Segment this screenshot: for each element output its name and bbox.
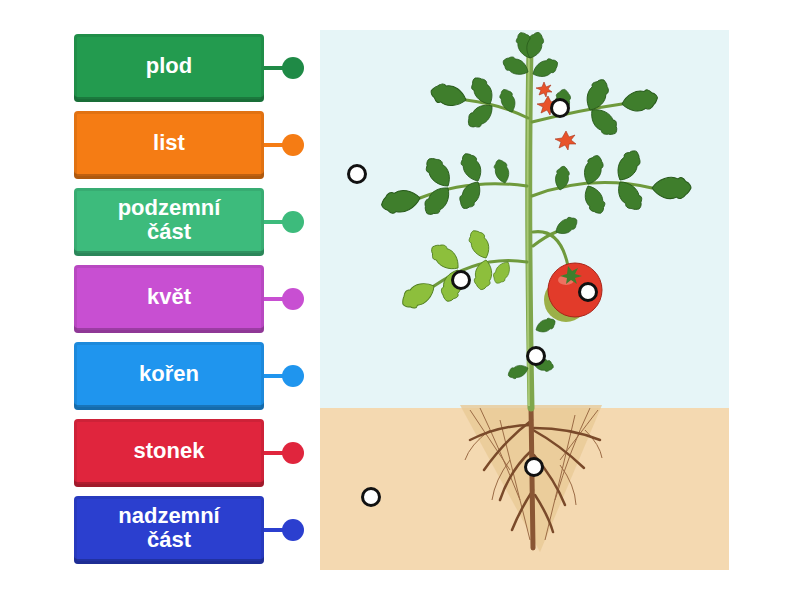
leaves-part [620,88,659,114]
root-system-part-part [465,430,490,460]
answer-hotspots-part [552,100,569,117]
root-system-part-part [535,495,553,532]
tomato-fruit-part [560,266,582,284]
leaves-part [468,74,497,108]
root-system-part [460,405,602,552]
leaves-part [553,214,580,237]
label-button: list [74,111,264,179]
leaves-part [498,87,518,114]
leaves-part [492,158,511,185]
label-stubs-part [282,211,304,233]
leaves-part [420,182,455,219]
label-text: podzemní část [104,196,234,244]
flowers-part [555,131,576,150]
label-button: nadzemní část [74,496,264,564]
picture-ground [320,30,729,570]
label-button: kořen [74,342,264,410]
answer-hotspots-part [528,348,545,365]
label-stubs-part [282,57,304,79]
leaves-part [612,147,644,185]
leaves-part [523,30,546,60]
leaves-part [554,165,571,191]
leaves-part [652,177,691,198]
leaves-part [580,153,606,187]
label-button: podzemní část [74,188,264,256]
light-leaves-part [466,227,493,261]
picture-ground-part [320,30,729,410]
leaf-stalks-part [533,232,568,266]
answer-hotspots-part [580,284,597,301]
label-text: list [153,131,185,155]
leaves-part [586,104,622,140]
label-button: plod [74,34,264,102]
root-system-part-part [470,425,532,440]
root-system-part-part [585,430,602,458]
root-system-part-part [534,428,600,440]
tomato-fruit-part [548,263,602,317]
leaf-stalks-part [533,232,556,246]
leaves-part [582,76,612,113]
leaves-part [534,316,558,335]
leaves-part [380,188,422,216]
root-system-part-part [500,450,532,500]
label-text: plod [146,54,192,78]
leaf-stalks [420,100,652,286]
leaves-part [530,56,561,81]
leaves-part [422,154,456,191]
leaves-part [456,178,485,212]
leaves-part [506,363,530,381]
leaves [380,30,691,380]
light-leaves-part [473,259,494,291]
label-text: nadzemní část [104,504,234,552]
light-leaves [398,227,514,312]
light-leaves-part [398,278,439,313]
label-stubs-part [282,519,304,541]
label-stubs-part [282,442,304,464]
answer-hotspots-part [526,459,543,476]
flowers-part [536,82,552,97]
answer-hotspots [349,100,597,506]
answer-hotspots-part [363,489,380,506]
leaves-part [429,81,469,109]
label-stubs-part [282,365,304,387]
tomato-fruit [544,263,602,322]
answer-hotspots-part [453,272,470,289]
leaves-part [458,150,485,184]
label-stubs-part [282,134,304,156]
root-system [460,405,602,552]
leaves-part [500,54,531,79]
label-button: stonek [74,419,264,487]
leaves-part [581,183,608,217]
light-leaves-part [490,259,513,286]
answer-hotspots-part [349,166,366,183]
label-stubs-part [282,288,304,310]
label-text: kořen [139,362,199,386]
label-button: květ [74,265,264,333]
label-text: stonek [134,439,205,463]
leaves-part [464,100,497,132]
leaves-part [613,177,647,214]
label-text: květ [147,285,191,309]
flowers [536,82,576,150]
label-stubs [262,57,304,541]
